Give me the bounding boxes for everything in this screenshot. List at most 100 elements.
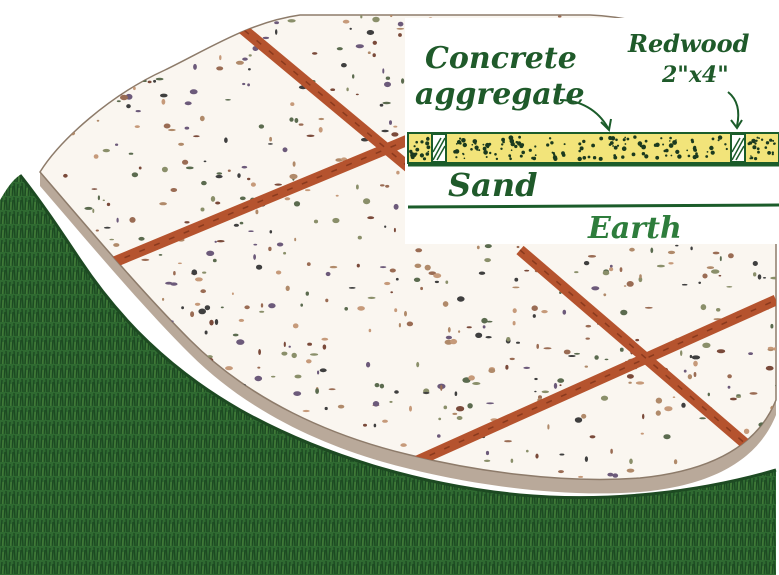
aggregate-speck bbox=[98, 195, 100, 200]
aggregate-layer-dot bbox=[410, 155, 412, 157]
aggregate-speck bbox=[356, 185, 359, 190]
aggregate-speck bbox=[217, 172, 223, 175]
aggregate-speck bbox=[664, 406, 672, 411]
aggregate-speck bbox=[728, 253, 734, 258]
aggregate-speck bbox=[193, 135, 200, 137]
aggregate-speck bbox=[607, 473, 613, 477]
aggregate-speck bbox=[456, 406, 464, 411]
aggregate-speck bbox=[188, 371, 191, 373]
aggregate-layer-dot bbox=[414, 145, 416, 147]
aggregate-layer-dot bbox=[686, 150, 688, 152]
aggregate-speck bbox=[409, 406, 412, 412]
aggregate-speck bbox=[247, 83, 250, 86]
aggregate-speck bbox=[162, 167, 168, 173]
aggregate-speck bbox=[766, 460, 774, 464]
aggregate-speck bbox=[391, 132, 398, 136]
aggregate-speck bbox=[305, 189, 310, 191]
aggregate-layer-dot bbox=[553, 157, 557, 161]
aggregate-speck bbox=[390, 269, 396, 273]
aggregate-layer-dot bbox=[671, 155, 673, 157]
aggregate-speck bbox=[295, 375, 302, 379]
aggregate-layer-dot bbox=[665, 149, 669, 153]
aggregate-speck bbox=[770, 324, 773, 329]
aggregate-speck bbox=[707, 266, 714, 269]
aggregate-speck bbox=[107, 203, 110, 206]
aggregate-speck bbox=[357, 306, 365, 311]
aggregate-speck bbox=[645, 307, 653, 309]
aggregate-speck bbox=[200, 116, 205, 121]
aggregate-layer-dot bbox=[611, 137, 614, 140]
aggregate-layer-dot bbox=[633, 135, 636, 138]
aggregate-speck bbox=[457, 296, 465, 301]
aggregate-speck bbox=[330, 88, 335, 91]
aggregate-speck bbox=[138, 237, 144, 241]
aggregate-speck bbox=[95, 100, 102, 105]
aggregate-speck bbox=[702, 343, 710, 348]
aggregate-speck bbox=[269, 419, 273, 421]
aggregate-layer-dot bbox=[509, 158, 512, 161]
aggregate-speck bbox=[398, 33, 402, 37]
aggregate-speck bbox=[171, 188, 178, 192]
aggregate-speck bbox=[533, 314, 536, 318]
label-concrete-line2: aggregate bbox=[415, 77, 585, 112]
aggregate-speck bbox=[641, 433, 644, 435]
aggregate-speck bbox=[431, 476, 433, 479]
aggregate-speck bbox=[385, 185, 389, 188]
aggregate-speck bbox=[181, 306, 184, 309]
aggregate-speck bbox=[232, 292, 234, 295]
aggregate-speck bbox=[233, 334, 239, 337]
aggregate-speck bbox=[438, 418, 441, 421]
aggregate-speck bbox=[357, 264, 360, 268]
aggregate-speck bbox=[254, 376, 262, 381]
aggregate-speck bbox=[47, 93, 52, 96]
aggregate-speck bbox=[117, 100, 121, 102]
aggregate-speck bbox=[258, 349, 261, 355]
aggregate-speck bbox=[122, 77, 129, 81]
aggregate-speck bbox=[329, 388, 336, 390]
aggregate-layer-dot bbox=[511, 142, 515, 146]
aggregate-speck bbox=[484, 258, 491, 262]
aggregate-speck bbox=[349, 287, 356, 289]
aggregate-speck bbox=[268, 143, 273, 145]
aggregate-layer-dot bbox=[772, 140, 774, 142]
aggregate-speck bbox=[526, 450, 529, 453]
aggregate-speck bbox=[120, 16, 127, 18]
aggregate-speck bbox=[135, 125, 140, 128]
aggregate-speck bbox=[457, 416, 463, 420]
aggregate-layer-dot bbox=[757, 137, 759, 139]
aggregate-layer-dot bbox=[672, 140, 677, 145]
aggregate-speck bbox=[132, 172, 138, 177]
aggregate-speck bbox=[103, 200, 105, 202]
aggregate-layer-dot bbox=[709, 146, 713, 150]
aggregate-speck bbox=[591, 286, 599, 290]
aggregate-speck bbox=[344, 307, 348, 311]
aggregate-layer-dot bbox=[665, 154, 667, 156]
aggregate-speck bbox=[244, 305, 249, 309]
aggregate-speck bbox=[486, 321, 492, 323]
aggregate-layer-dot bbox=[757, 151, 760, 154]
aggregate-speck bbox=[141, 259, 149, 261]
aggregate-speck bbox=[586, 325, 592, 328]
aggregate-speck bbox=[240, 8, 245, 13]
aggregate-speck bbox=[117, 218, 119, 223]
aggregate-speck bbox=[639, 274, 642, 278]
aggregate-speck bbox=[185, 127, 190, 130]
aggregate-layer-dot bbox=[425, 141, 429, 145]
aggregate-speck bbox=[294, 201, 300, 206]
aggregate-layer-dot bbox=[534, 145, 536, 147]
aggregate-speck bbox=[708, 393, 710, 397]
aggregate-layer-dot bbox=[461, 138, 466, 143]
aggregate-speck bbox=[283, 252, 286, 255]
aggregate-speck bbox=[289, 174, 297, 179]
aggregate-layer-dot bbox=[749, 141, 753, 145]
aggregate-speck bbox=[396, 171, 399, 175]
aggregate-layer-dot bbox=[752, 145, 756, 149]
aggregate-layer-dot bbox=[463, 153, 465, 155]
aggregate-layer-dot bbox=[459, 138, 461, 140]
aggregate-speck bbox=[601, 396, 608, 401]
aggregate-speck bbox=[29, 159, 33, 164]
aggregate-speck bbox=[692, 355, 700, 359]
aggregate-speck bbox=[225, 99, 231, 101]
aggregate-speck bbox=[159, 254, 163, 256]
